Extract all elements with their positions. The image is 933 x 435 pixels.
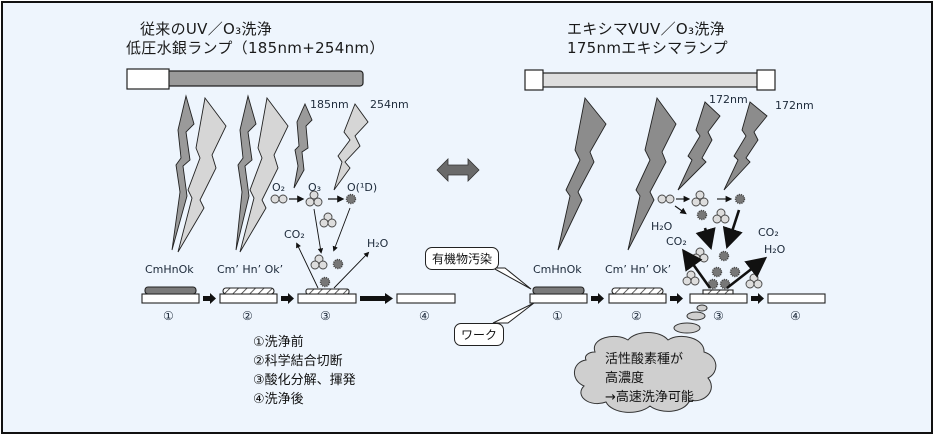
right-stages <box>529 286 826 304</box>
left-reaction-molecules <box>270 190 370 289</box>
contamination-1 <box>144 286 197 295</box>
species-o1d: O(¹D) <box>347 181 378 194</box>
species-h2o: H₂O <box>367 237 389 250</box>
stage-number-3-right: ③ <box>713 309 724 323</box>
wavelength-254nm: 254nm <box>370 98 409 111</box>
left-stages <box>141 286 456 304</box>
species-h2o-right: H₂O <box>764 243 786 256</box>
bolt-185nm-2 <box>235 94 257 251</box>
formula-stage2: Cm’ Hn’ Ok’ <box>217 263 284 276</box>
low-pressure-mercury-lamp <box>126 68 364 90</box>
formula-stage1: CmHnOk <box>145 263 194 276</box>
species-co2-right: CO₂ <box>758 226 779 239</box>
stage-number-4: ④ <box>419 309 430 323</box>
work-plate-2 <box>608 293 667 304</box>
species-o3: O₃ <box>308 181 322 194</box>
wavelength-172nm-2: 172nm <box>775 99 814 112</box>
excimer-lamp <box>524 69 776 91</box>
stage-number-2-right: ② <box>631 309 642 323</box>
broken-contamination-2 <box>611 287 664 295</box>
cloud-line-2: 高濃度 <box>605 371 645 386</box>
bolt-185nm-3 <box>293 102 313 189</box>
callout-organic-contamination: 有機物汚染 <box>425 247 500 270</box>
right-title-line1: エキシマVUV／O₃洗浄 <box>567 20 725 38</box>
broken-contamination-2 <box>222 287 275 295</box>
work-plate-3 <box>297 293 357 304</box>
legend-item-4: ④洗浄後 <box>253 392 304 407</box>
comparison-double-arrow-icon <box>436 158 480 182</box>
legend-item-3: ③酸化分解、揮発 <box>253 373 356 388</box>
wavelength-185nm: 185nm <box>310 98 349 111</box>
thought-cloud <box>574 304 717 413</box>
work-plate-1 <box>529 293 588 304</box>
bolt-254nm-3 <box>333 103 369 191</box>
bolt-254nm-1 <box>177 96 227 253</box>
work-plate-4 <box>396 293 456 304</box>
work-plate-1 <box>141 293 200 304</box>
residue-3 <box>702 289 734 295</box>
stage-number-4-right: ④ <box>790 309 801 323</box>
cloud-line-1: 活性酸素種が <box>605 352 684 367</box>
callout-leaders <box>492 267 535 324</box>
stage-number-1: ① <box>163 309 174 323</box>
stage-number-1-right: ① <box>552 309 563 323</box>
bolt-185nm-1 <box>171 94 195 251</box>
left-title-line1: 従来のUV／O₃洗浄 <box>140 20 273 38</box>
work-plate-4 <box>767 293 826 304</box>
vuv-lightning-bolts-right <box>557 96 768 251</box>
right-reaction-molecules <box>657 190 768 290</box>
stage-number-3: ③ <box>320 309 331 323</box>
wavelength-172nm-1: 172nm <box>709 93 748 106</box>
callout-workpiece: ワーク <box>454 323 505 346</box>
species-o2: O₂ <box>272 181 286 194</box>
stage-legend: ①洗浄前 ②科学結合切断 ③酸化分解、揮発 ④洗浄後 <box>253 333 356 409</box>
bolt-254nm-2 <box>239 96 289 253</box>
uv-lightning-bolts-left <box>171 94 369 253</box>
work-plate-2 <box>219 293 278 304</box>
legend-item-2: ②科学結合切断 <box>253 354 343 369</box>
species-h2o-left: H₂O <box>651 220 673 233</box>
cloud-line-3: →高速洗浄可能 <box>605 390 694 405</box>
right-title-line2: 175nmエキシマランプ <box>567 39 728 57</box>
legend-item-1: ①洗浄前 <box>253 335 304 350</box>
formula-stage1-right: CmHnOk <box>533 263 582 276</box>
species-co2: CO₂ <box>284 228 305 241</box>
left-title-line2: 低圧水銀ランプ（185nm+254nm） <box>126 39 385 57</box>
contamination-1 <box>532 286 585 295</box>
species-co2-left: CO₂ <box>666 235 687 248</box>
residue-3 <box>305 288 350 295</box>
stage-number-2: ② <box>242 309 253 323</box>
work-plate-3 <box>689 293 748 304</box>
cloud-text: 活性酸素種が 高濃度 →高速洗浄可能 <box>605 350 694 407</box>
formula-stage2-right: Cm’ Hn’ Ok’ <box>605 263 672 276</box>
